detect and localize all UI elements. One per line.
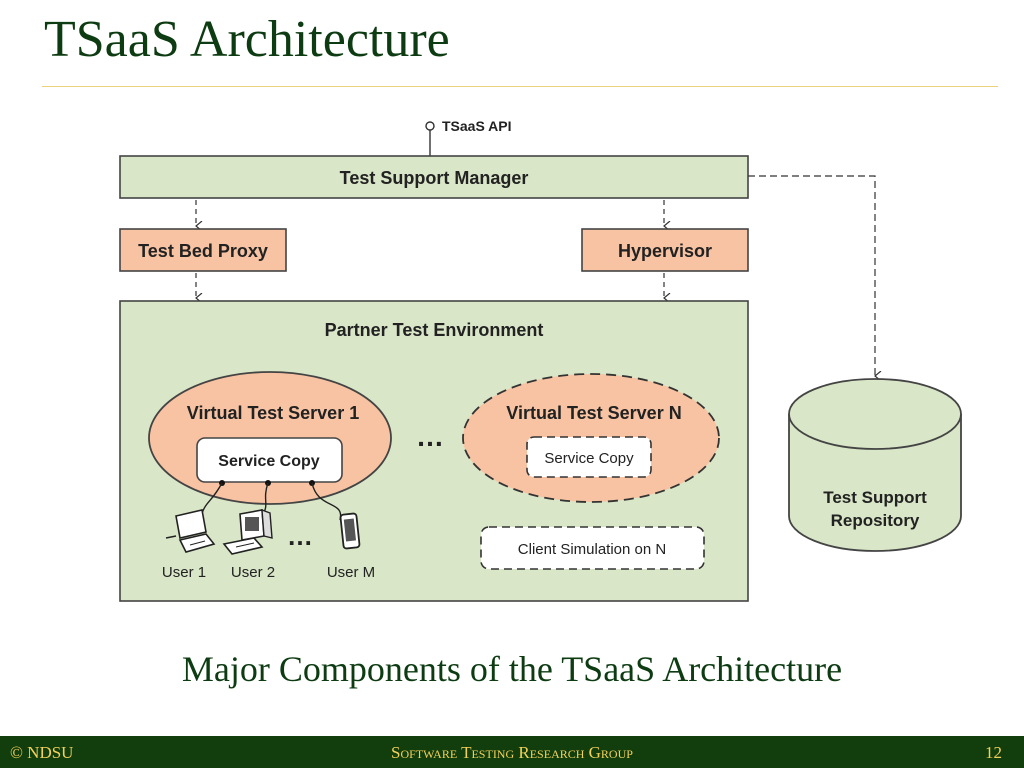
server-n-ellipse: Virtual Test Server N Service Copy (462, 373, 720, 503)
page-number: 12 (985, 743, 1002, 762)
server-1-ellipse: Virtual Test Server 1 Service Copy (148, 371, 392, 505)
server-n-label: Virtual Test Server N (506, 403, 681, 423)
service-copy-n-label: Service Copy (544, 450, 634, 467)
repository-label-line2: Repository (831, 511, 920, 530)
servers-ellipsis: … (416, 421, 444, 452)
laptop-icon (165, 509, 216, 553)
manager-label: Test Support Manager (340, 168, 529, 188)
proxy-box: Test Bed Proxy (119, 228, 287, 272)
mobile-device-icon (339, 512, 361, 550)
footer-group-name: Software Testing Research Group (391, 743, 633, 762)
footer-copyright: © NDSU (10, 743, 74, 762)
service-copy-n-box (526, 436, 652, 478)
title-divider (42, 86, 998, 87)
api-endpoint-icon (425, 121, 435, 131)
figure-caption: Major Components of the TSaaS Architectu… (181, 649, 843, 689)
repository-label-line1: Test Support (823, 488, 927, 507)
manager-box: Test Support Manager (119, 155, 749, 199)
slide-title: TSaaS Architecture (44, 11, 450, 68)
hypervisor-box: Hypervisor (581, 228, 749, 272)
repository-cylinder: Test Support Repository (788, 378, 962, 552)
proxy-label: Test Bed Proxy (138, 241, 268, 261)
environment-label: Partner Test Environment (325, 320, 544, 340)
client-simulation-label: Client Simulation on N (518, 541, 666, 558)
user-label: User 2 (231, 564, 275, 581)
manager-to-repository-arrow (748, 175, 875, 376)
service-copy-1-label: Service Copy (218, 453, 319, 470)
api-label: TSaaS API (442, 118, 512, 134)
user-label: User M (327, 564, 375, 581)
footer-bar: © NDSU Software Testing Research Group 1… (0, 736, 1024, 768)
server-1-label: Virtual Test Server 1 (187, 403, 359, 423)
desktop-computer-icon (222, 508, 273, 555)
users-ellipsis: … (287, 521, 313, 551)
user-label: User 1 (162, 564, 206, 581)
client-simulation-box: Client Simulation on N (480, 526, 705, 570)
hypervisor-label: Hypervisor (618, 241, 712, 261)
